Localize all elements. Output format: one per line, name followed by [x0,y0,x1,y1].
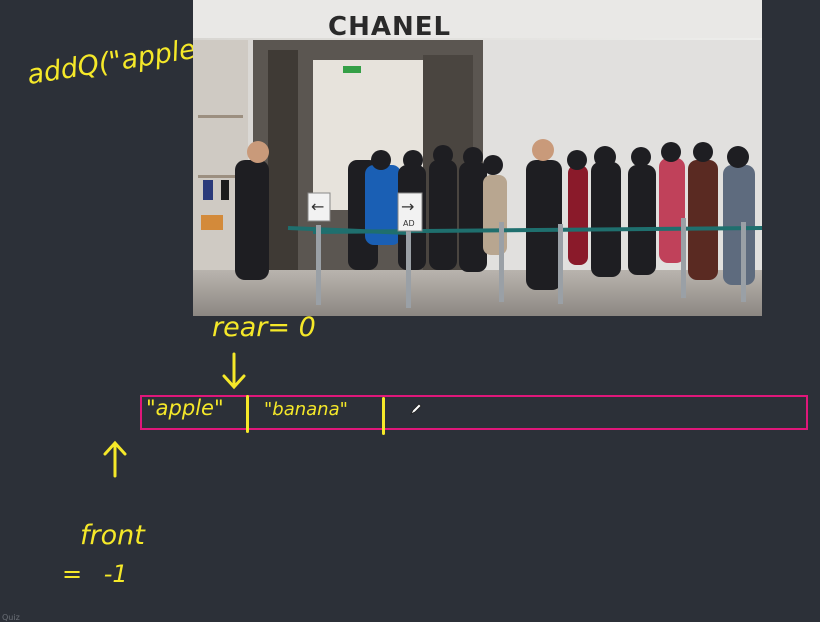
arrow-left-sign-icon: ← [311,197,324,216]
queue-array [140,395,808,430]
queue-cell-0: "apple" [146,396,224,420]
rear-annotation: rear= 0 [212,312,316,343]
cell-divider [246,395,249,433]
queue-photo: CHANEL [193,0,762,316]
floor [193,270,762,316]
pen-cursor-icon [410,403,422,415]
arrow-up-icon [103,440,127,478]
front-value: = -1 [62,560,128,588]
queue-barrier [287,226,762,235]
addq-annotation: addQ("apple") [25,30,221,91]
queue-cell-1: "banana" [264,399,348,420]
door-sign: AD [403,219,415,228]
cell-divider [382,397,385,435]
corner-label: Quiz [2,613,20,622]
arrow-right-sign-icon: → [401,197,414,216]
arrow-down-icon [222,352,246,390]
front-annotation: front [80,520,145,551]
queue-people [235,139,755,290]
store-sign: CHANEL [328,12,451,42]
